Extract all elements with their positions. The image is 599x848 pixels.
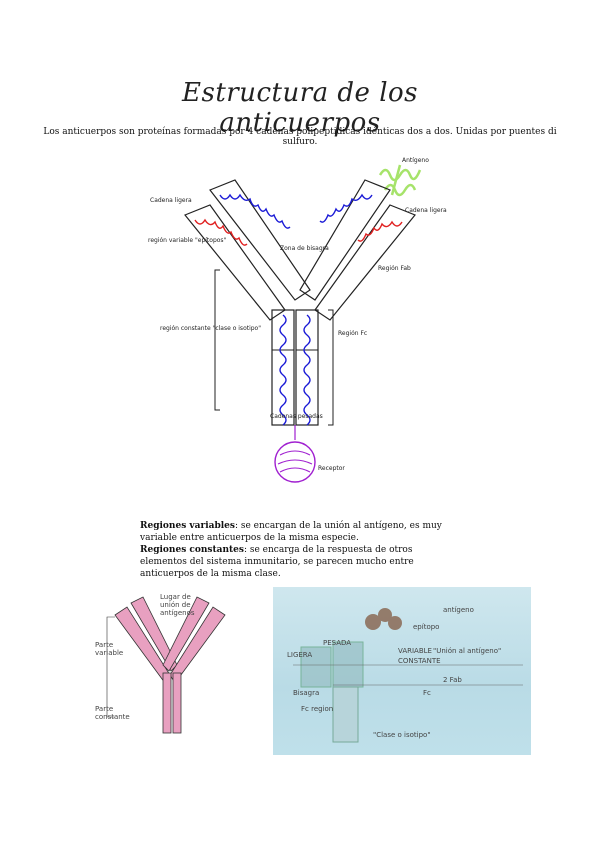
definition-variable: Regiones variables: se encargan de la un… <box>140 521 442 543</box>
label-cadena-ligera-right: Cadena ligera <box>405 207 447 214</box>
antibody-schematic: Lugar de unión de antígenos Parte variab… <box>95 593 226 734</box>
photo-pesada: PESADA <box>323 639 351 647</box>
label-lugar: Lugar de <box>160 593 191 601</box>
photo-fc-region: Fc region <box>301 705 333 713</box>
photo-ligera: LIGERA <box>287 651 312 659</box>
label-receptor: Receptor <box>318 465 345 472</box>
intro-text: Los anticuerpos son proteínas formadas p… <box>43 127 557 147</box>
photo-fc: Fc <box>423 689 431 697</box>
page-title: Estructura de los anticuerpos <box>182 78 418 138</box>
photo-clase: "Clase o isotipo" <box>373 731 431 739</box>
photo-variable: VARIABLE <box>398 647 432 655</box>
antigen-icon <box>378 164 422 197</box>
label-region-fc: Región Fc <box>338 330 367 337</box>
photo-constante: CONSTANTE <box>398 657 441 665</box>
label-antigeno: Antígeno <box>402 157 429 164</box>
label-constante: constante <box>95 713 130 721</box>
label-antigenos: antígenos <box>160 609 195 617</box>
label-parte-variable: Parte <box>95 641 113 649</box>
label-region-variable: región variable "epítopos" <box>148 237 227 244</box>
label-parte-constante: Parte <box>95 705 113 713</box>
receptor-icon <box>274 441 316 483</box>
definitions: Regiones variables: se encargan de la un… <box>140 520 460 580</box>
label-zona-bisagra: Zona de bisagra <box>280 245 329 252</box>
label-region-constante: región constante "clase o isotipo" <box>160 325 261 332</box>
label-cadenas-pesadas: Cadenas pesadas <box>270 413 323 420</box>
label-region-fab: Región Fab <box>378 265 411 272</box>
label-variable: variable <box>95 649 123 657</box>
whiteboard-photo: antígeno epítopo PESADA LIGERA VARIABLE … <box>273 587 531 755</box>
photo-epitopo: epítopo <box>413 623 439 631</box>
label-cadena-ligera-left: Cadena ligera <box>150 197 192 204</box>
antibody-diagram: Antígeno Cadena ligera Cadena ligera reg… <box>148 157 447 483</box>
photo-fab: 2 Fab <box>443 676 462 684</box>
photo-bisagra: Bisagra <box>293 689 319 697</box>
photo-antigeno: antígeno <box>443 606 474 614</box>
photo-union-antigeno: "Unión al antígeno" <box>433 647 501 655</box>
definition-constante: Regiones constantes: se encarga de la re… <box>140 545 414 579</box>
label-union: unión de <box>160 601 191 609</box>
